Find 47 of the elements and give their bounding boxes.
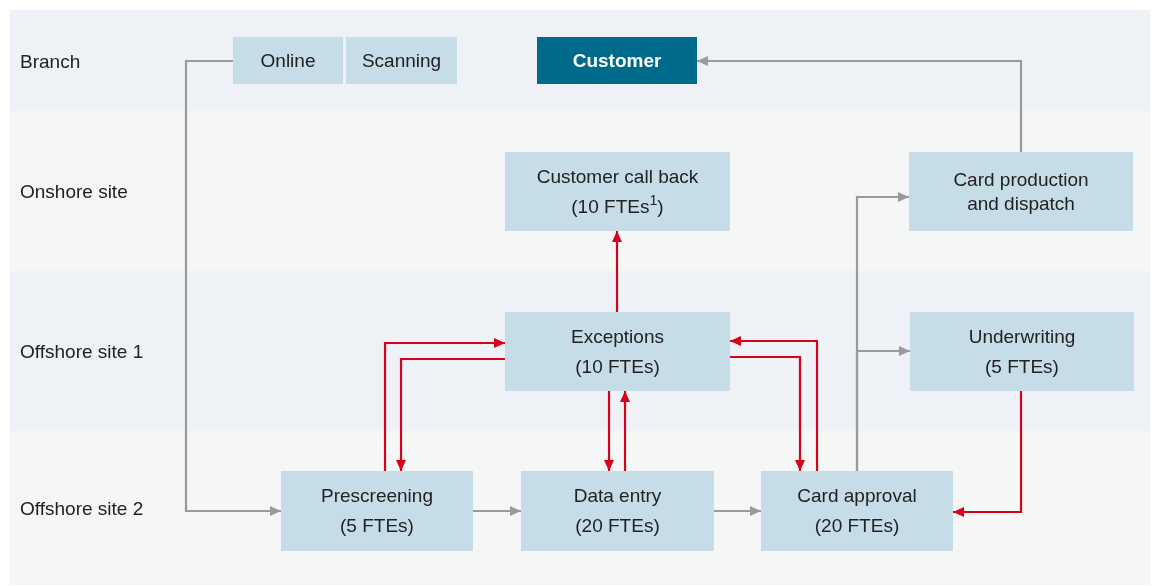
arrow bbox=[612, 231, 622, 312]
process-box bbox=[346, 37, 457, 84]
box-text: (5 FTEs) bbox=[985, 354, 1059, 379]
box-text: Underwriting bbox=[968, 324, 1076, 349]
arrow bbox=[396, 357, 505, 471]
arrow bbox=[953, 391, 1023, 517]
box-text: Data entry bbox=[573, 484, 662, 508]
arrow bbox=[730, 336, 819, 471]
process-box bbox=[761, 471, 953, 551]
swimlane-band bbox=[10, 271, 1150, 431]
lane-label: Branch bbox=[20, 49, 81, 74]
box-text: Prescreening bbox=[321, 484, 433, 508]
box-text: (10 FTEs$^{1}$) bbox=[571, 194, 664, 219]
lane-label: Offshore site 1 bbox=[20, 340, 144, 364]
box-text: (10 FTEs) bbox=[575, 354, 660, 379]
box-text: Customer call back bbox=[536, 164, 699, 189]
box-text: Scanning bbox=[361, 48, 442, 73]
box-text: Card approval bbox=[797, 484, 917, 508]
process-box bbox=[505, 312, 730, 391]
arrow bbox=[714, 506, 761, 516]
arrow bbox=[604, 391, 614, 471]
box-text: (20 FTEs) bbox=[814, 514, 900, 538]
arrow bbox=[473, 506, 521, 516]
box-text: Online bbox=[260, 48, 316, 73]
process-box bbox=[281, 471, 473, 551]
swimlane-band bbox=[10, 431, 1150, 585]
arrow bbox=[383, 338, 505, 471]
box-text: Customer bbox=[572, 48, 662, 73]
actor-box bbox=[537, 37, 697, 84]
arrow bbox=[697, 56, 1023, 152]
lane-label: Offshore site 2 bbox=[20, 497, 144, 521]
box-text: (20 FTEs) bbox=[575, 514, 660, 538]
arrow bbox=[620, 391, 630, 471]
arrow bbox=[730, 355, 805, 471]
process-box bbox=[233, 37, 343, 84]
box-text: (5 FTEs) bbox=[340, 514, 414, 538]
process-box bbox=[505, 152, 730, 231]
process-box bbox=[909, 152, 1133, 231]
process-box bbox=[521, 471, 714, 551]
swimlane-band bbox=[10, 10, 1150, 111]
arrow bbox=[184, 59, 281, 516]
box-text: Exceptions bbox=[571, 324, 664, 349]
process-box bbox=[910, 312, 1134, 391]
arrow bbox=[855, 346, 910, 471]
box-text: Card production and dispatch bbox=[952, 167, 1090, 216]
lane-label: Onshore site bbox=[20, 180, 128, 204]
swimlane-band bbox=[10, 111, 1150, 271]
